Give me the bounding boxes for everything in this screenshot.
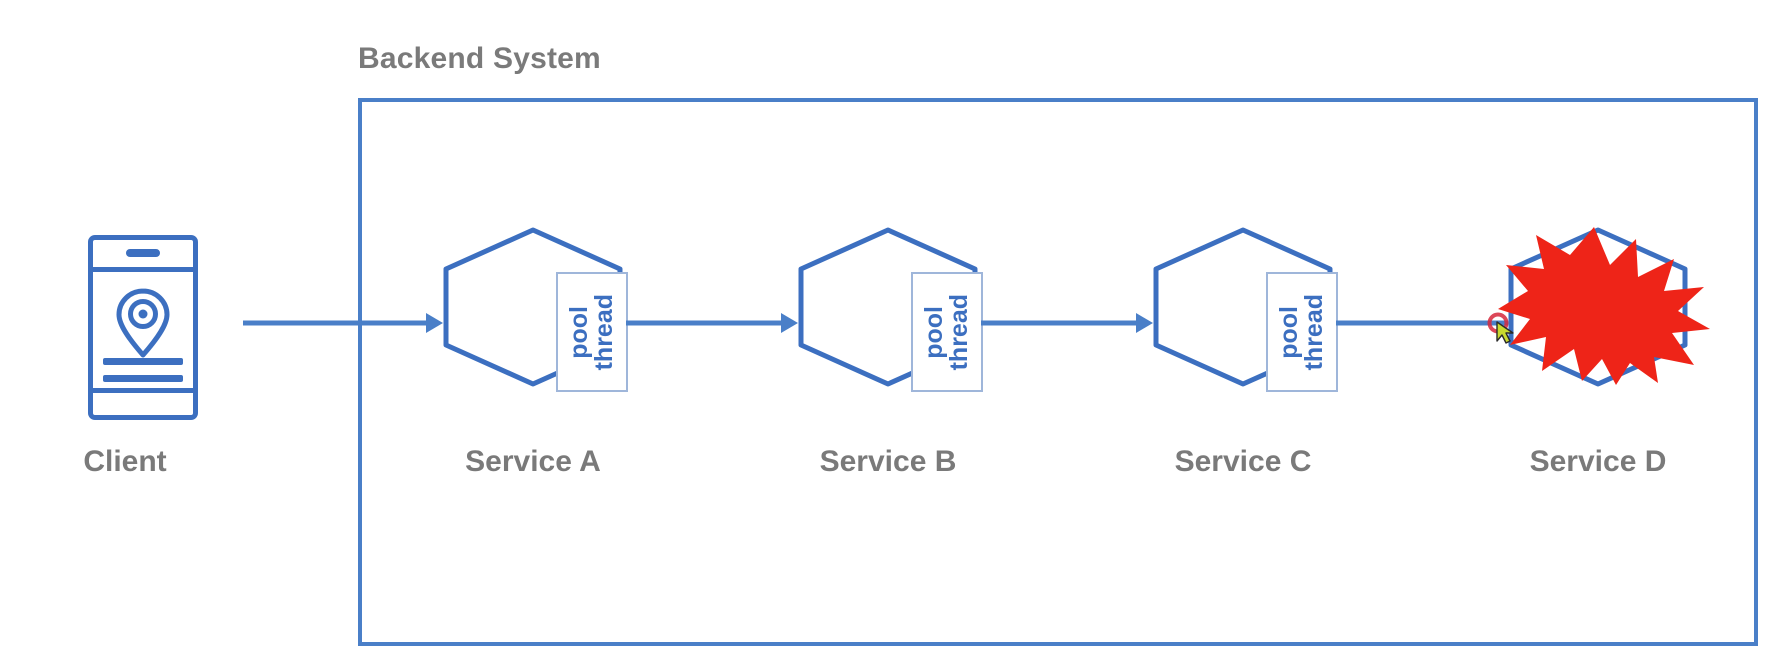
service-b-pool-label-1: thread — [945, 293, 973, 371]
phone-bottom-divider — [88, 388, 198, 393]
phone-speaker-icon — [126, 249, 160, 257]
phone-content-line-2 — [103, 375, 183, 382]
service-a-pool-label-1: thread — [590, 293, 618, 371]
service-b-pool-label-2: pool — [920, 305, 948, 359]
service-c-pool-label-1: thread — [1300, 293, 1328, 371]
phone-top-divider — [88, 267, 198, 272]
service-d-hexagon[interactable] — [1505, 226, 1691, 388]
location-pin-icon — [112, 287, 174, 364]
client-node — [88, 235, 198, 420]
service-d-label: Service D — [1529, 445, 1667, 478]
backend-system-title: Backend System — [358, 42, 601, 75]
service-b-label: Service B — [819, 445, 957, 478]
cursor-pointer-icon — [1486, 312, 1520, 346]
arrow-service-a-to-service-b — [626, 310, 798, 336]
service-a-pool-label-2: pool — [565, 305, 593, 359]
service-a-thread-pool: pool thread — [556, 272, 628, 392]
arrow-client-to-service-a — [243, 310, 443, 336]
client-label: Client — [83, 445, 167, 478]
service-a-label: Service A — [465, 445, 601, 478]
phone-content-line-1 — [103, 358, 183, 365]
backend-system-boundary — [358, 98, 1758, 646]
service-c-label: Service C — [1174, 445, 1312, 478]
service-c-pool-label-2: pool — [1275, 305, 1303, 359]
arrow-service-b-to-service-c — [981, 310, 1153, 336]
service-c-thread-pool: pool thread — [1266, 272, 1338, 392]
arrow-service-c-to-service-d — [1336, 310, 1508, 336]
service-b-thread-pool: pool thread — [911, 272, 983, 392]
